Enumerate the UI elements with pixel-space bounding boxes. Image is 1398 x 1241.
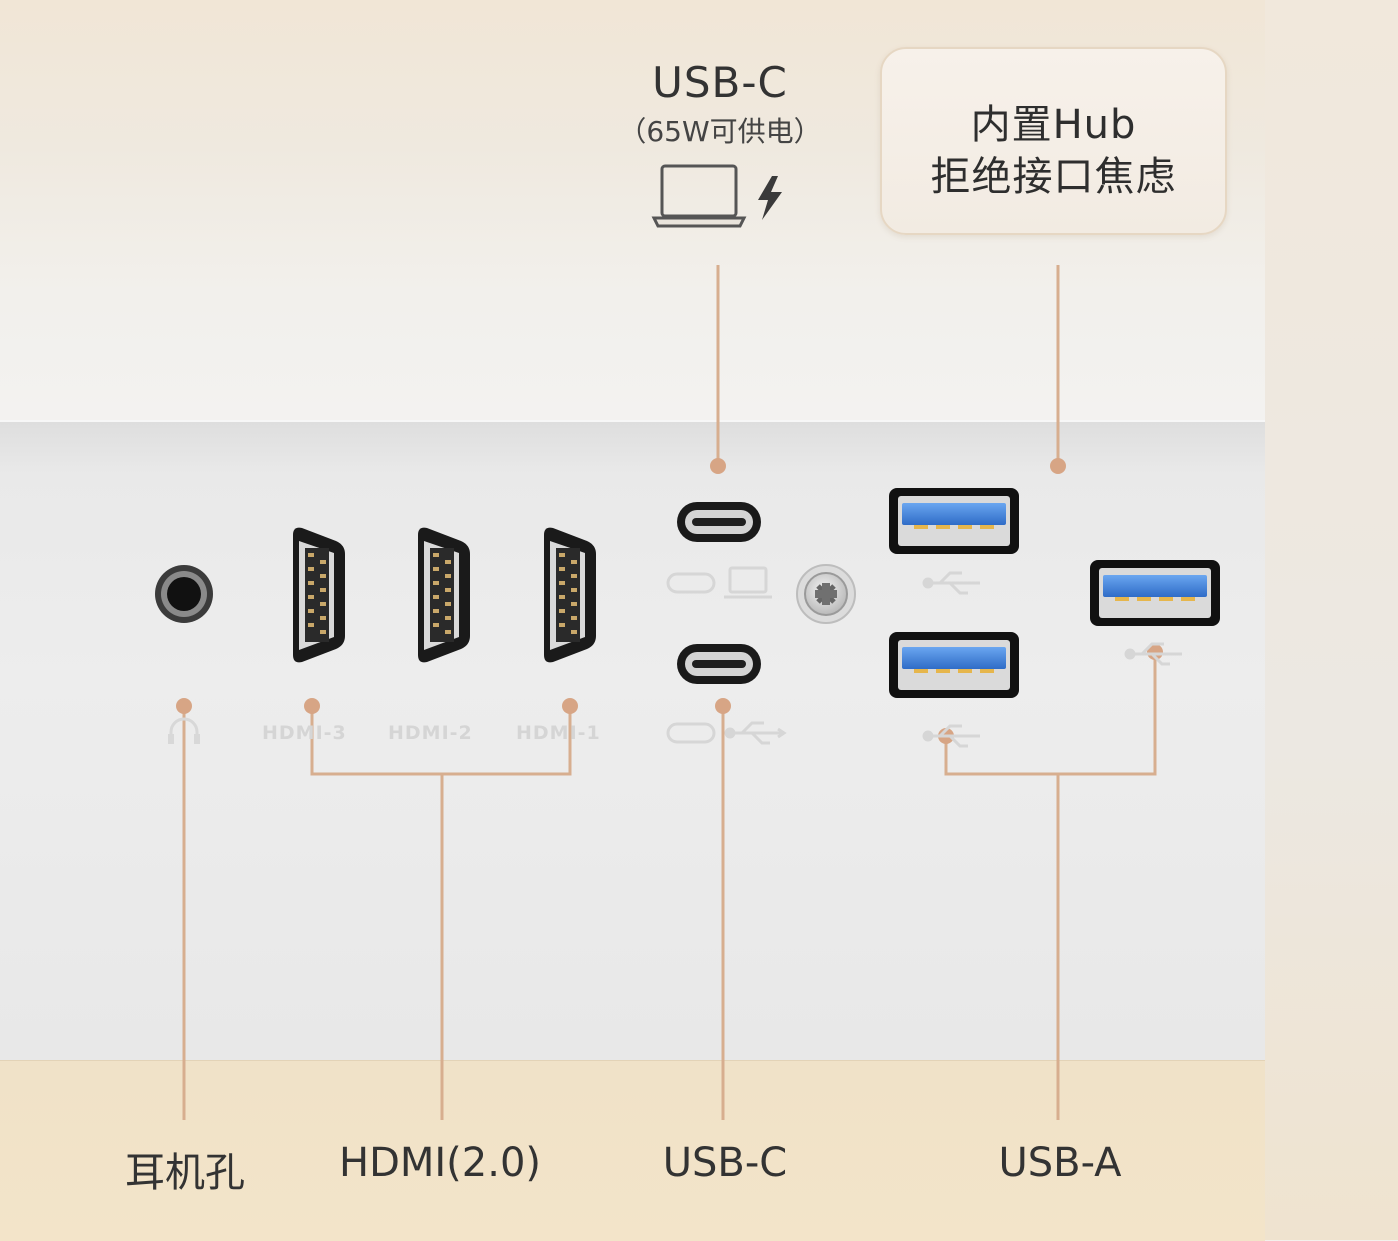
usb-c-callout-subtitle: （65W可供电）	[618, 115, 822, 148]
usb-symbol-icon	[724, 721, 787, 745]
hub-callout-box	[880, 47, 1227, 235]
headphone-label: 耳机孔	[125, 1150, 245, 1196]
usb-a-port-3	[1090, 560, 1220, 626]
usb-a-label: USB-A	[998, 1140, 1122, 1186]
usb-c-symbol-icon	[666, 566, 772, 744]
hub-callout-line2: 拒绝接口焦虑	[930, 154, 1177, 200]
hdmi-2-tag: HDMI-2	[388, 722, 473, 744]
lightning-icon	[758, 176, 782, 220]
hdmi-1-tag: HDMI-1	[516, 722, 601, 744]
usb-c-label: USB-C	[662, 1140, 788, 1186]
hdmi-3-tag: HDMI-3	[262, 722, 347, 744]
headphone-jack	[155, 565, 213, 623]
usb-c-callout-title: USB-C	[652, 58, 788, 107]
hdmi-port-2	[418, 527, 470, 663]
usb-a-port-2	[889, 632, 1019, 698]
usb-symbol-icon	[922, 571, 1182, 748]
usb-c-port-data	[677, 644, 761, 684]
hdmi-port-1	[544, 527, 596, 663]
label-band	[0, 1060, 1265, 1241]
hub-callout-line1: 内置Hub	[970, 102, 1137, 148]
headphone-icon	[168, 717, 200, 744]
usb-c-port-power	[677, 502, 761, 542]
screw-icon	[796, 564, 856, 624]
laptop-icon	[651, 164, 747, 228]
right-edge	[1265, 0, 1398, 1240]
leader-dots	[176, 458, 1163, 744]
usb-a-port-1	[889, 488, 1019, 554]
hdmi-port-3	[293, 527, 345, 663]
hdmi-label: HDMI(2.0)	[338, 1140, 541, 1186]
leader-lines	[182, 265, 1157, 1120]
io-panel	[0, 420, 1265, 1062]
